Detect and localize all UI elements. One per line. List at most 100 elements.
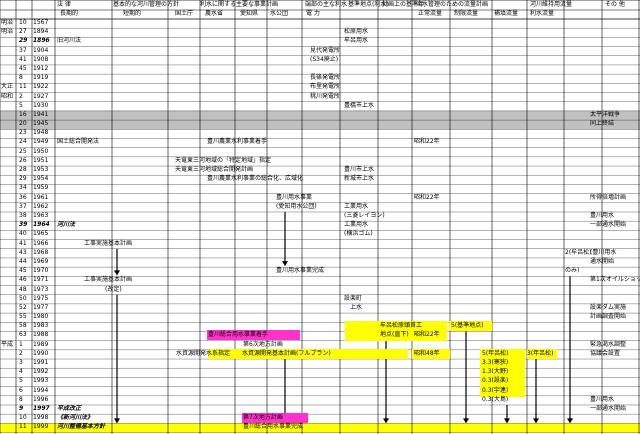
entry-tenryu1: 天竜東三河地域の「特定地域」指定 — [175, 156, 272, 164]
entry-shin-kasen: 《新河川法》 — [57, 414, 94, 422]
entry-kogyo2: 工業用水 — [344, 221, 369, 229]
ad-year-13: 1949 — [33, 138, 49, 146]
entry-suishigen: 水資源開発水系指定 — [176, 349, 231, 357]
entry-mure: 牟呂用水 — [344, 37, 369, 45]
ad-year-17: 1954 — [33, 175, 49, 183]
header-sub-7: 正常流量 — [418, 10, 443, 17]
header-sub-4: 愛知県 — [240, 10, 259, 17]
ad-year-14: 1950 — [33, 147, 49, 155]
entry-dam-plan1: 設楽ダム実施 — [590, 303, 627, 311]
era-year-26: 44 — [19, 257, 27, 265]
ad-year-37: 1991 — [33, 359, 49, 367]
entry-tenryu2: 天竜東三河地域総合開発計画 — [175, 166, 254, 174]
entry-kaihatsu: 国土総合開発法 — [57, 138, 100, 146]
entry-ichibu-c: 一部通水開始 — [590, 404, 627, 412]
entry-s22-c: 昭和22年 — [414, 331, 440, 339]
era-year-37: 3 — [19, 359, 23, 367]
entry-kasen-ho: 河川法 — [57, 221, 76, 229]
era-year-19: 36 — [19, 193, 27, 201]
entry-nagashino: 長篠発電所 — [310, 74, 341, 82]
entry-fuseo: 布里発電所 — [310, 83, 341, 91]
era-year-32: 55 — [19, 313, 27, 321]
ad-year-39: 1993 — [33, 377, 49, 385]
era-year-29: 48 — [19, 285, 27, 293]
header-top-8: その 他 — [605, 1, 625, 8]
era-showa: 昭和 — [1, 92, 14, 100]
ad-year-35: 1989 — [33, 340, 49, 348]
era-year-25: 43 — [19, 248, 27, 256]
header-sub-6: 電 力 — [306, 10, 320, 17]
header-sub-5: 水公団 — [270, 10, 289, 17]
ad-year-12: 1948 — [33, 129, 49, 137]
era-year-10: 16 — [19, 110, 27, 118]
ad-year-15: 1951 — [33, 156, 49, 164]
era-year-4: 41 — [19, 55, 27, 63]
ad-year-23: 1965 — [33, 230, 49, 238]
ad-year-7: 1922 — [33, 83, 49, 91]
entry-toyokawa-yosui-a: 豊川用水 — [590, 211, 615, 219]
entry-sogo-kansei: 豊川総合用水事業完成 — [243, 423, 304, 431]
entry-mure-plant: 2(牟呂松) — [565, 248, 592, 256]
entry-kinkyu2: 協議会設置 — [590, 349, 621, 357]
entry-dam-plan2: 計画調査開始 — [590, 313, 627, 321]
era-year-42: 9 — [19, 404, 24, 412]
entry-haishi: (S34廃止) — [310, 55, 339, 63]
header-sub-8: 制限流量 — [454, 10, 479, 17]
entry-taiheiyo: 太平洋戦争 — [590, 110, 621, 118]
ad-year-32: 1980 — [33, 313, 49, 321]
era-year-17: 29 — [19, 175, 27, 183]
ad-year-9: 1930 — [33, 101, 49, 109]
era-year-31: 52 — [19, 303, 27, 311]
era-year-35: 1 — [19, 340, 23, 348]
ad-year-2: 1896 — [33, 37, 50, 45]
header-top-4: 基準地点(利水) — [348, 1, 389, 8]
ad-year-3: 1904 — [33, 46, 49, 54]
ad-year-16: 1953 — [33, 166, 49, 174]
era-heisei: 平成 — [1, 340, 14, 348]
ad-year-6: 1919 — [33, 74, 49, 82]
era-year-21: 38 — [19, 211, 27, 219]
era-year-13: 24 — [19, 138, 27, 146]
era-year-7: 11 — [19, 83, 27, 91]
ad-year-29: 1973 — [33, 285, 49, 293]
entry-heisei-kaisei: 平成改正 — [57, 404, 82, 412]
header-top-5: 計画上の基準年 — [382, 1, 425, 8]
entry-toyokawa-yosui-b: (豊川用水 — [590, 248, 617, 256]
era-year-28: 46 — [19, 276, 27, 284]
era-year-1: 27 — [19, 28, 27, 36]
header-top-0: 法 律 — [57, 1, 71, 8]
era-meiji-top: 明治 — [1, 19, 14, 26]
entry-yokohama: (横浜ゴム) — [344, 230, 373, 238]
ad-year-0: 1567 — [33, 19, 49, 26]
era-year-22: 39 — [19, 221, 28, 229]
entry-dai6: 第6次地方計画 — [243, 340, 283, 348]
era-year-0: 10 — [19, 19, 27, 26]
arrow-kouji-head — [114, 270, 120, 276]
era-year-14: 25 — [19, 147, 27, 155]
header-top-7: 河川維持用流量 — [530, 1, 573, 8]
ad-year-10: 1941 — [33, 110, 49, 118]
header-top-6: 流水管理のための流量計画 — [416, 1, 489, 8]
entry-s48: 昭和48年 — [414, 349, 440, 357]
entry-r1: 3.3(寒狭) — [482, 359, 509, 367]
era-year-38: 4 — [19, 368, 23, 376]
entry-toyokawa-josui: 豊川市上水 — [344, 166, 375, 174]
ad-year-20: 1962 — [33, 202, 49, 210]
ad-year-42: 1997 — [33, 404, 50, 412]
ad-year-30: 1975 — [33, 294, 49, 302]
era-year-24: 41 — [19, 239, 27, 247]
header-sub-0: 長期的 — [60, 10, 79, 17]
era-year-43: 10 — [19, 414, 27, 422]
arrow-yosui-head — [282, 261, 288, 267]
header-top-3: 端部の主な利水 — [305, 1, 348, 8]
ad-year-5: 1912 — [33, 64, 49, 72]
era-year-6: 8 — [19, 74, 23, 82]
arrow-matsubara-head — [383, 418, 389, 424]
entry-kouji2: 工事実施基本計画 — [84, 276, 133, 284]
entry-r3: 0.3(設楽) — [482, 377, 509, 385]
ad-year-31: 1977 — [33, 303, 49, 311]
era-year-11: 20 — [19, 120, 27, 128]
ad-year-11: 1945 — [33, 120, 49, 128]
